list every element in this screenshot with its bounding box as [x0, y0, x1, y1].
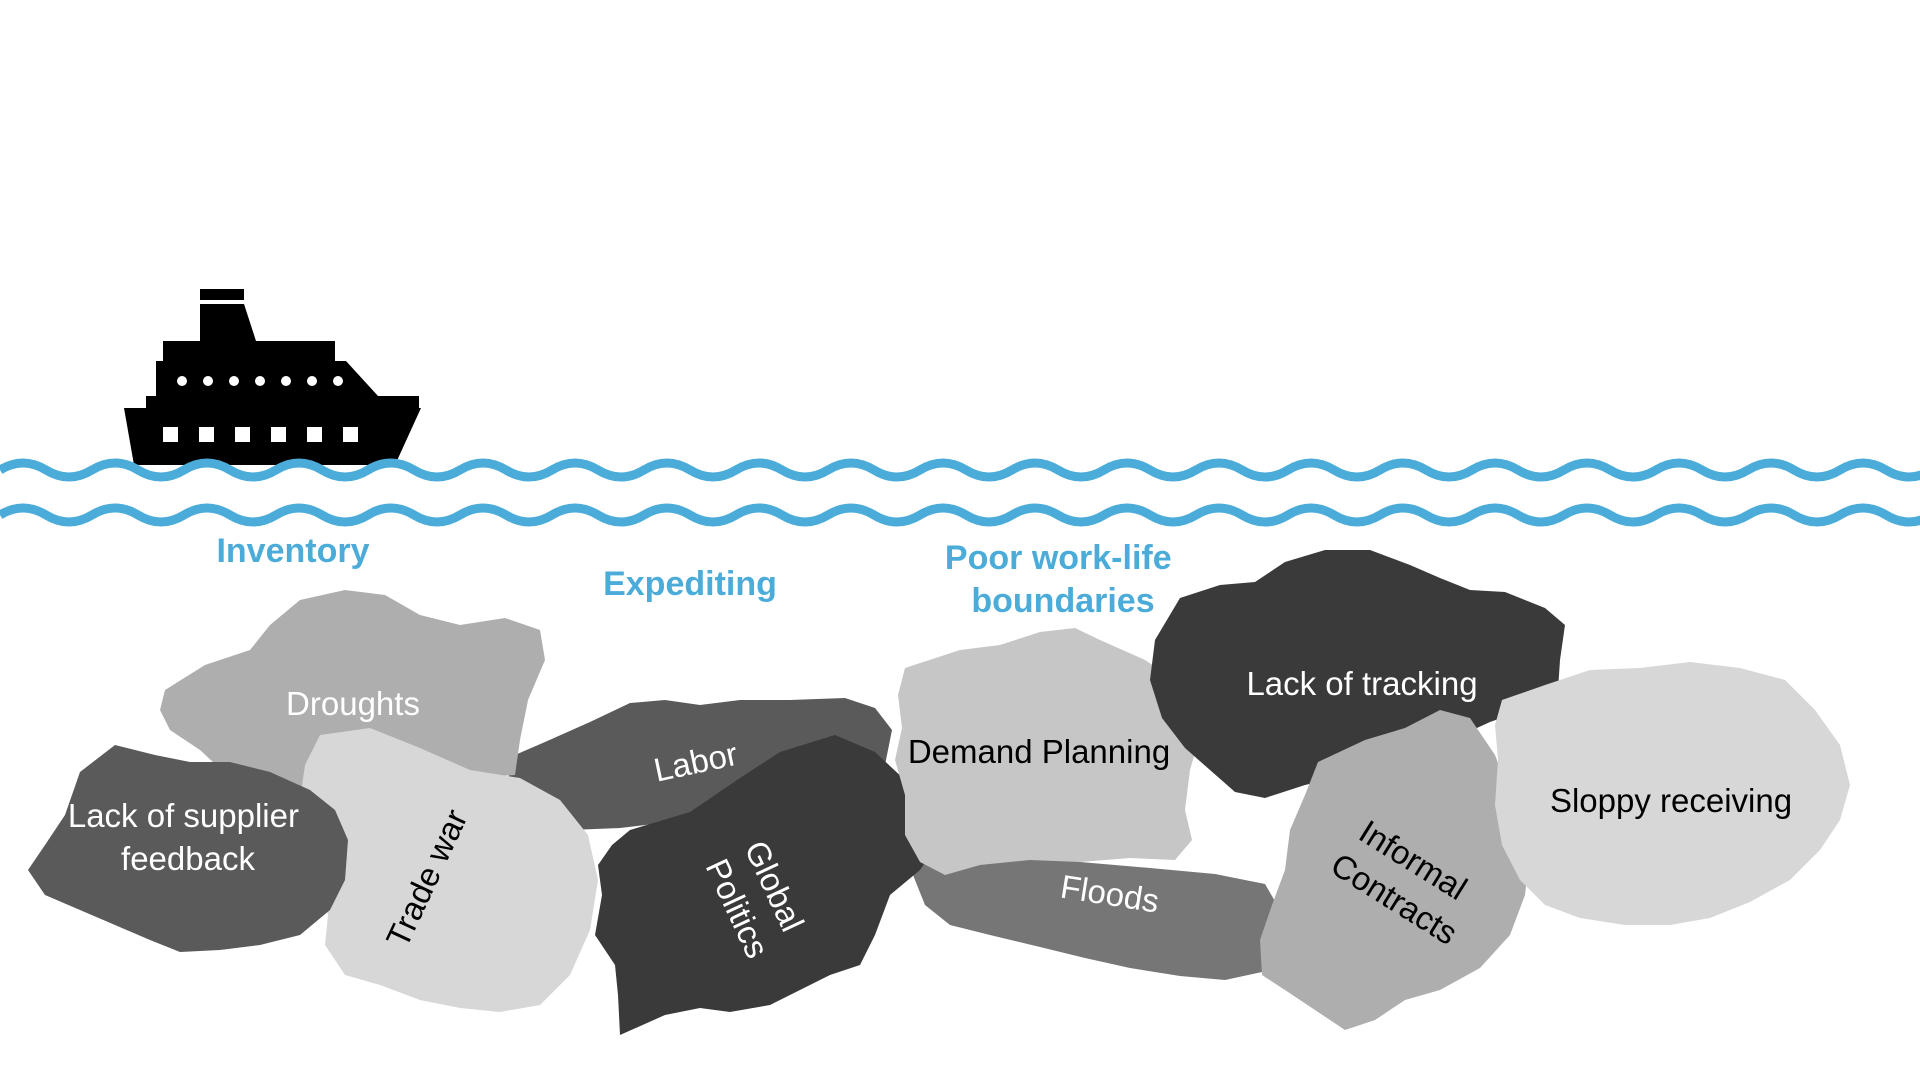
svg-text:Lack of supplier feedbac: Lack of supplier feedback [68, 797, 308, 877]
rock-droughts: Droughts [160, 590, 545, 790]
wave-line-bottom [0, 503, 1920, 527]
rock-demand-planning: Demand Planning [895, 628, 1200, 875]
ship-icon [124, 289, 421, 465]
rock-lack-of-tracking: Lack of tracking [1150, 550, 1565, 798]
svg-text:Droughts: Droughts [286, 685, 420, 722]
water-label-work-life: Poor work-life boundaries [945, 539, 1181, 620]
svg-text:Lack of tracking: Lack of tracking [1246, 665, 1477, 702]
water-label-inventory: Inventory [216, 532, 369, 570]
rock-trade-war: Trade war [300, 728, 598, 1012]
svg-text:Sloppy receiving: Sloppy receiving [1550, 782, 1792, 819]
water-label-expediting: Expediting [603, 565, 777, 603]
wave-line-top [0, 458, 1920, 482]
rock-informal-contracts: Informal Contracts [1260, 710, 1530, 1030]
rock-floods: Floods [913, 838, 1280, 980]
rock-lack-supplier-feedback: Lack of supplier feedback [28, 745, 348, 952]
rock-global-politics: Global Politics [595, 735, 940, 1035]
svg-text:Demand Planning: Demand Planning [908, 733, 1170, 770]
rock-sloppy-receiving: Sloppy receiving [1495, 662, 1850, 925]
